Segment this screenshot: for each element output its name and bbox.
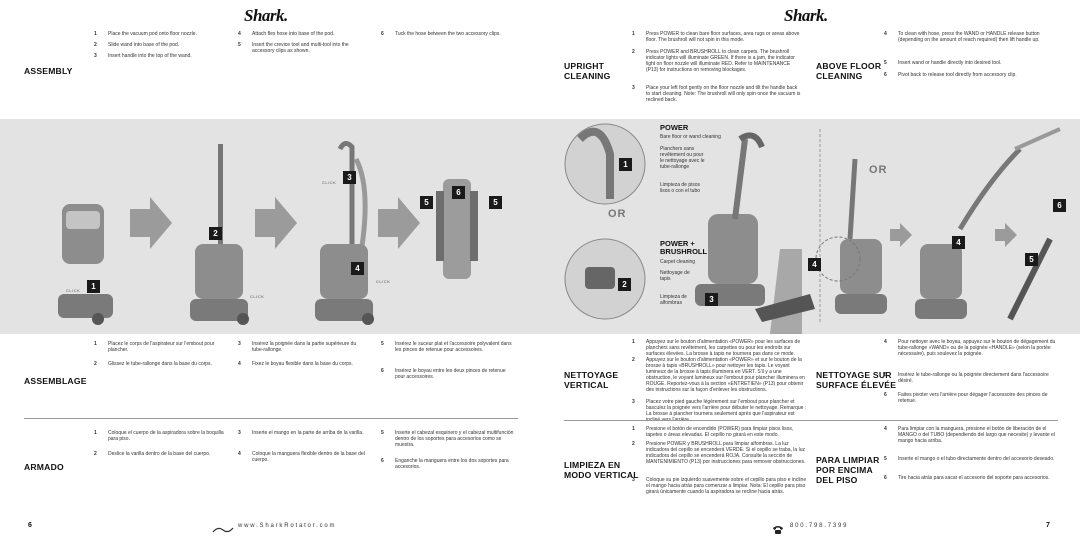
power-caption-es: Limpieza de pisos lisos o con el tubo	[660, 182, 701, 194]
step-marker: 3	[343, 171, 356, 184]
step-marker: 2	[209, 227, 222, 240]
wand	[218, 144, 223, 254]
assembly-heading: ASSEMBLY	[24, 66, 73, 76]
section-divider	[564, 420, 1058, 421]
or-label: OR	[608, 208, 627, 220]
step-marker: 5	[489, 196, 502, 209]
power-caption-fr: Planchers sans revêtement ou pour le net…	[660, 146, 705, 170]
power-title: POWER	[660, 123, 689, 132]
vacuum-body	[708, 214, 758, 284]
click-label: CLICK	[376, 279, 391, 284]
or-label: OR	[869, 164, 888, 176]
arrow-icon	[130, 197, 172, 249]
floor-nozzle	[58, 294, 113, 318]
section-divider	[24, 418, 518, 419]
step-marker: 6	[452, 186, 465, 199]
brushroll-caption-en: Carpet cleaning	[660, 259, 696, 265]
step-marker: 2	[618, 278, 631, 291]
page-number: 7	[1046, 522, 1050, 529]
page-number: 6	[28, 522, 32, 529]
step-marker: 4	[808, 258, 821, 271]
step-marker: 1	[87, 280, 100, 293]
brushroll-caption-fr: Nettoyage de tapis	[660, 270, 690, 282]
click-label: CLICK	[66, 288, 81, 293]
click-label: CLICK	[322, 180, 337, 185]
click-label: CLICK	[250, 294, 265, 299]
step-marker: 5	[1025, 253, 1038, 266]
footer-website[interactable]: www.SharkRotator.com	[238, 523, 337, 529]
swoosh-icon	[212, 521, 234, 533]
step-marker: 4	[351, 262, 364, 275]
armado-heading: ARMADO	[24, 462, 64, 472]
step-marker: 4	[952, 236, 965, 249]
step-marker: 3	[705, 293, 718, 306]
arrow-icon	[255, 197, 297, 249]
arrow-icon	[378, 197, 420, 249]
cleaning-illustration-svg	[564, 123, 1061, 334]
step-marker: 1	[619, 158, 632, 171]
brushroll-caption-es: Limpieza de alfombras	[660, 294, 687, 306]
assembly-illustration-svg	[58, 141, 478, 325]
footer-phone[interactable]: 800.798.7399	[790, 523, 849, 529]
assembly-illustration	[0, 119, 540, 334]
shark-logo: Shark.	[784, 6, 828, 25]
telephone-icon	[772, 521, 784, 534]
shark-logo: Shark.	[244, 6, 288, 25]
power-inset	[564, 123, 646, 205]
power-caption-en: Bare floor or wand cleaning	[660, 134, 721, 140]
assemblage-heading: ASSEMBLAGE	[24, 376, 87, 386]
cleaning-illustration	[540, 119, 1080, 334]
step-marker: 6	[1053, 199, 1066, 212]
leg	[770, 249, 802, 334]
brushroll-title: POWER +BRUSHROLL	[660, 239, 708, 256]
step-marker: 5	[420, 196, 433, 209]
